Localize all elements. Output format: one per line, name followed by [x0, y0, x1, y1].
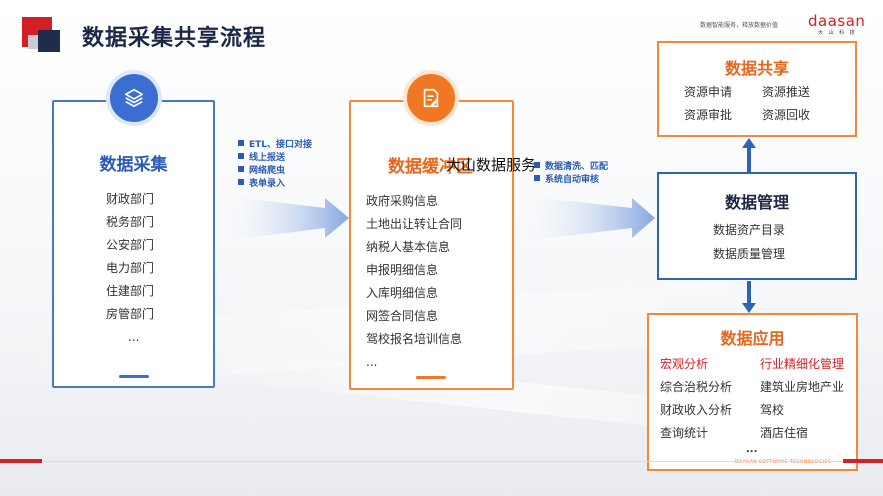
brand-subtitle: 大 山 科 技: [818, 30, 857, 36]
application-footer: DAASAN SOFTWARE TECHNOLOGIES: [735, 460, 832, 465]
arrow-up-icon: [742, 138, 756, 148]
list-item: 税务部门: [106, 215, 155, 229]
list-item: 网络爬虫: [238, 165, 312, 178]
list-item: 住建部门: [106, 284, 155, 298]
list-item: 资源推送: [762, 85, 811, 99]
collection-accent-bar: [119, 375, 149, 378]
list-item: 综合治税分析: [660, 380, 733, 394]
list-item: ...: [128, 330, 140, 344]
application-title: 数据应用: [720, 329, 785, 348]
arrow-up-line: [747, 146, 751, 172]
list-item: 财政收入分析: [660, 403, 733, 417]
list-item: 数据质量管理: [713, 247, 786, 261]
buffer-icon-circle: [403, 70, 459, 126]
list-item: 申报明细信息: [366, 263, 439, 277]
list-item: 房管部门: [106, 307, 155, 321]
flow-arrow-1: [215, 195, 349, 242]
document-edit-icon: [423, 88, 439, 108]
list-item: 资源回收: [762, 108, 811, 122]
buffer-methods: 数据清洗、匹配 系统自动审核: [534, 161, 608, 187]
list-item: 电力部门: [106, 261, 155, 275]
overlay-watermark-text: 大山数据服务: [446, 156, 537, 174]
application-grid: 宏观分析 行业精细化管理 综合治税分析 建筑业房地产业 财政收入分析 驾校 查询统计 酒…: [660, 353, 844, 445]
flow-arrow-2: [514, 195, 655, 242]
buffer-title: 数据缓冲区: [388, 157, 473, 177]
application-box: [647, 313, 858, 471]
arrow-down-line: [747, 281, 751, 305]
buffer-box: [349, 100, 514, 390]
logo-navy-square: [38, 30, 60, 52]
collection-box: [52, 100, 215, 388]
list-item: 表单录入: [238, 178, 312, 191]
layers-icon: [124, 88, 144, 108]
list-item: 建筑业房地产业: [760, 380, 845, 394]
list-item: 线上报送: [238, 152, 312, 165]
brand-logo: daasan: [808, 12, 866, 30]
management-title: 数据管理: [724, 193, 789, 212]
list-item: 酒店住宿: [760, 426, 809, 440]
list-item: 入库明细信息: [366, 286, 439, 300]
list-item: 公安部门: [106, 238, 155, 252]
share-title: 数据共享: [724, 59, 789, 78]
list-item: 宏观分析: [660, 357, 709, 371]
footer-red-bar-left: [0, 459, 42, 463]
list-item: 资源审批: [684, 108, 733, 122]
page-title: 数据采集共享流程: [82, 26, 267, 51]
collection-list: 财政部门 税务部门 公安部门 电力部门 住建部门 房管部门 ...: [106, 188, 154, 349]
buffer-list: 政府采购信息 土地出让转让合同 纳税人基本信息 申报明细信息 入库明细信息 网签…: [366, 190, 462, 374]
list-item: 土地出让转让合同: [366, 217, 463, 231]
list-item: 数据资产目录: [713, 223, 786, 237]
management-box: [657, 172, 857, 280]
list-item: 驾校报名培训信息: [366, 332, 463, 346]
list-item: 驾校: [760, 403, 785, 417]
share-grid: 资源申请 资源推送 资源审批 资源回收: [684, 81, 840, 127]
list-item: 系统自动审核: [534, 174, 608, 187]
list-item: 数据清洗、匹配: [534, 161, 608, 174]
arrow-down-icon: [742, 303, 756, 313]
management-list: 数据资产目录 数据质量管理: [713, 218, 785, 266]
list-item: 行业精细化管理: [760, 357, 845, 371]
list-item: 纳税人基本信息: [366, 240, 451, 254]
footer-red-bar-right: [843, 459, 883, 463]
list-item: 网签合同信息: [366, 309, 439, 323]
list-item: 资源申请: [684, 85, 733, 99]
list-item: 查询统计: [660, 426, 709, 440]
buffer-accent-bar: [416, 376, 446, 379]
application-more: ...: [746, 444, 758, 455]
list-item: ETL、接口对接: [238, 139, 312, 152]
list-item: 政府采购信息: [366, 194, 439, 208]
collection-icon-circle: [106, 70, 162, 126]
collection-methods: ETL、接口对接 线上报送 网络爬虫 表单录入: [238, 139, 312, 191]
list-item: ...: [366, 355, 378, 369]
footer-divider: [42, 461, 843, 462]
slogan: 数据智能服务，释放数据价值: [700, 22, 779, 29]
collection-title: 数据采集: [99, 155, 168, 175]
share-box: [657, 41, 857, 137]
list-item: 财政部门: [106, 192, 155, 206]
